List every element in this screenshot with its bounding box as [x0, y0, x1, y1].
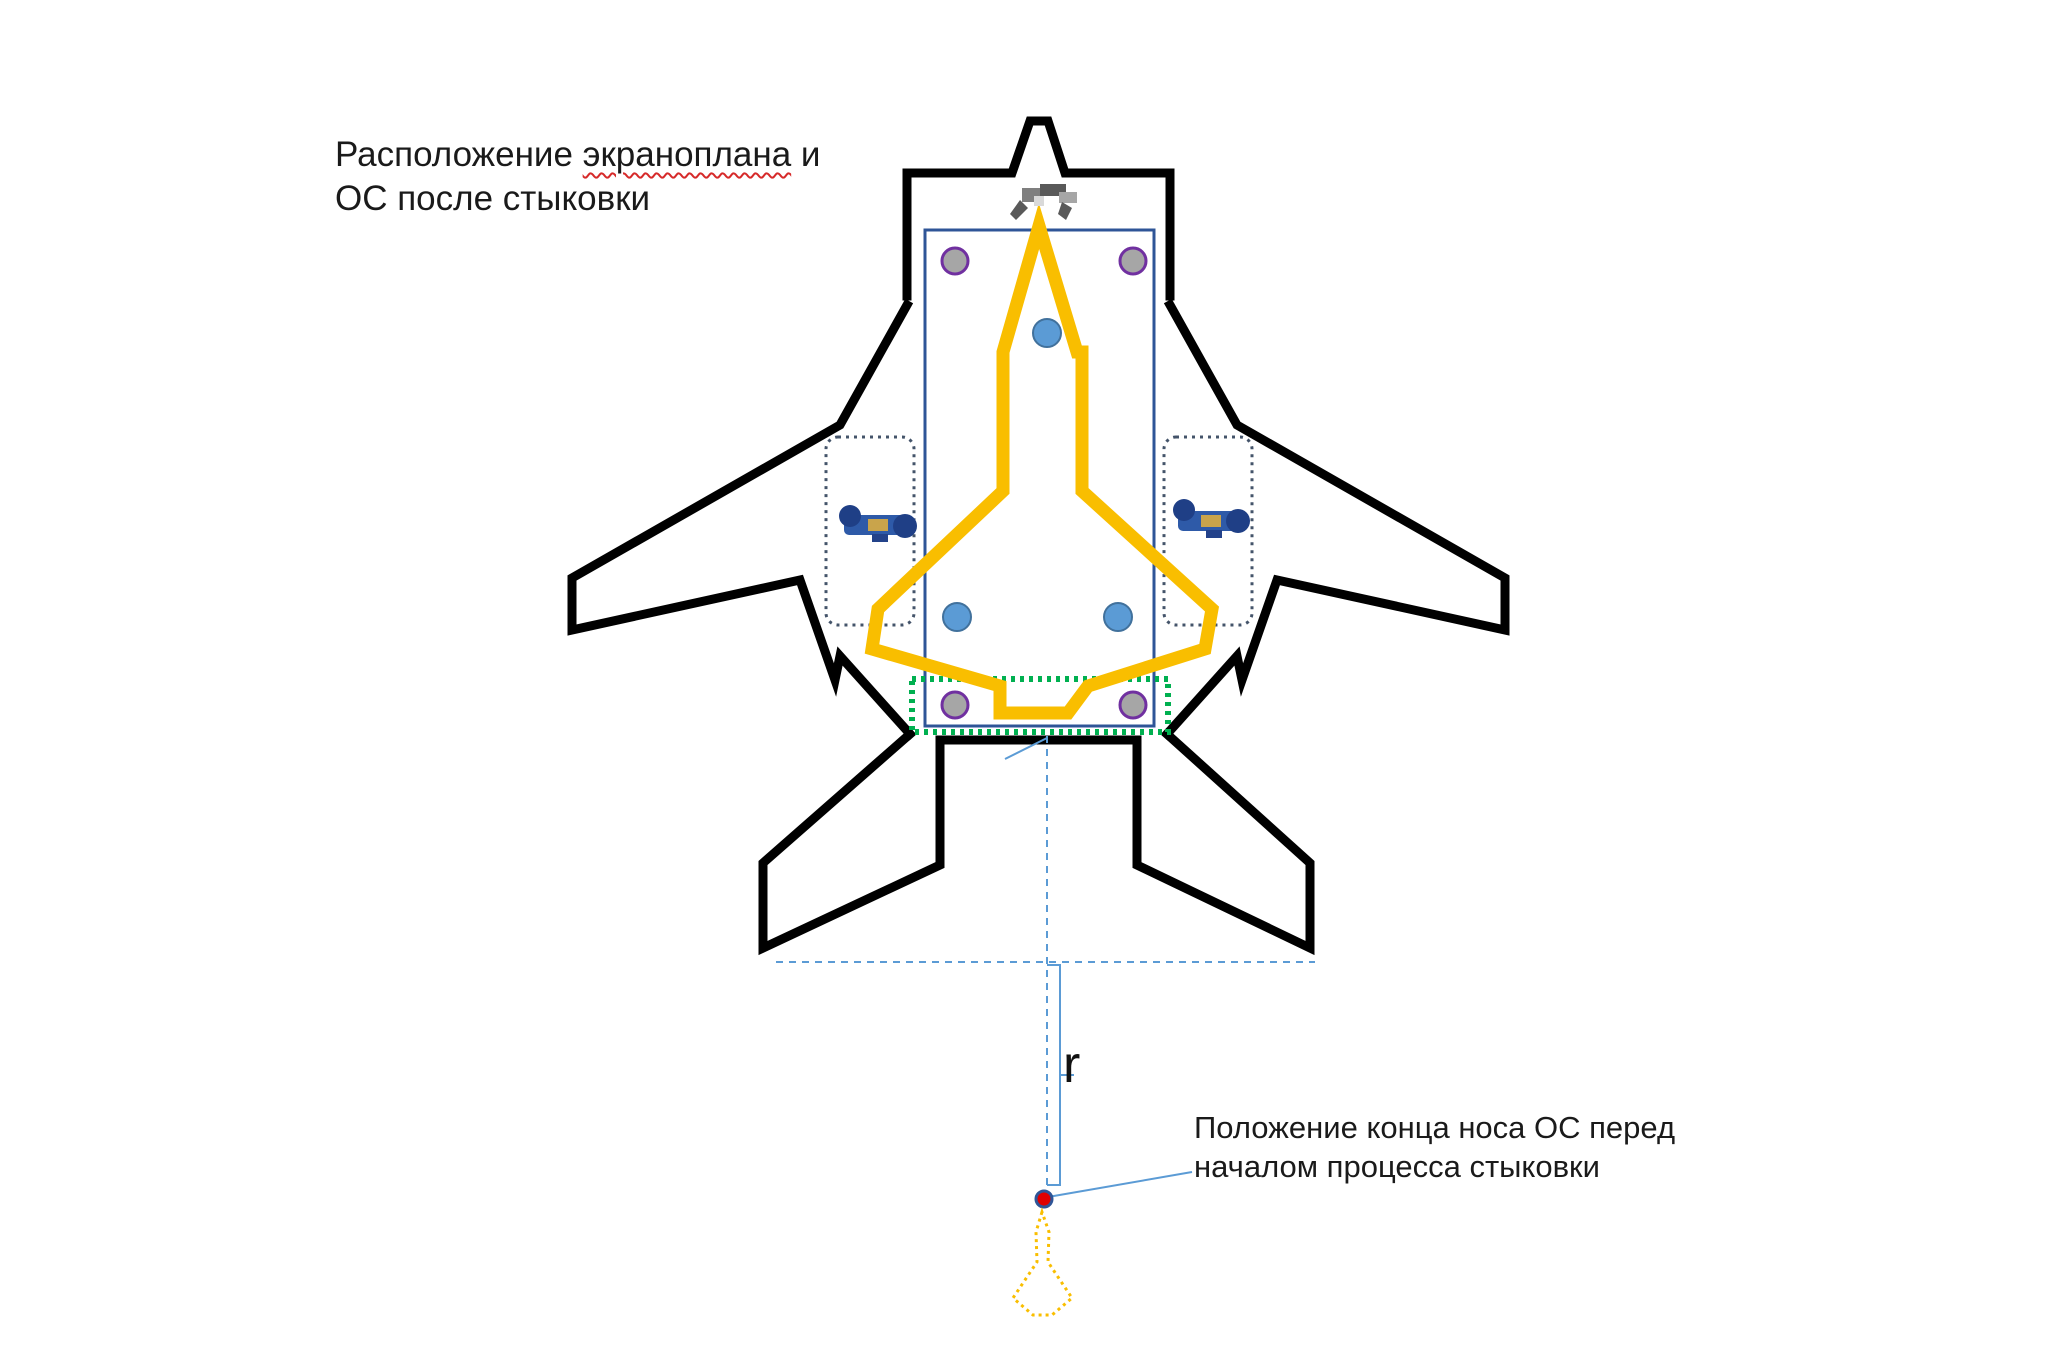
gripper-icon	[1010, 184, 1077, 220]
gray-marker-bottom-right	[1118, 690, 1148, 720]
blue-marker-top	[1032, 318, 1062, 348]
nose-pointer-line	[1047, 1171, 1193, 1198]
nose-position-caption-line2: началом процесса стыковки	[1194, 1149, 1600, 1185]
after-docking-caption: Расположение экраноплана и ОС после стык…	[335, 133, 820, 222]
blue-markers	[942, 318, 1133, 632]
gray-marker-top-right	[1118, 246, 1148, 276]
gray-markers	[940, 246, 1148, 720]
ekranoplan-outline	[567, 116, 1510, 956]
gray-marker-top-left	[940, 246, 970, 276]
engine-icon	[1173, 499, 1250, 538]
blue-marker-left	[942, 602, 972, 632]
caption-spellcheck-word: экраноплана	[582, 135, 792, 174]
after-docking-caption-line1: Расположение экраноплана и	[335, 133, 820, 177]
dashed-guides	[776, 736, 1315, 1185]
nose-point	[1034, 1189, 1054, 1209]
distance-label: r	[1063, 1036, 1081, 1094]
gray-marker-bottom-left	[940, 690, 970, 720]
caption-text: Расположение	[335, 135, 583, 174]
docking-zone	[909, 676, 1171, 735]
connector-line	[1004, 737, 1048, 760]
engine-icon	[839, 505, 917, 542]
distance-bracket	[1047, 964, 1074, 1186]
nose-position-caption-line1: Положение конца носа ОС перед	[1194, 1110, 1676, 1145]
hangar-frame	[923, 228, 1156, 728]
caption-text: и	[791, 135, 821, 174]
orbital-ship-outline	[864, 202, 1220, 720]
initial-ship-nose	[1011, 1207, 1074, 1317]
blue-marker-right	[1103, 602, 1133, 632]
nose-position-caption: Положение конца носа ОС перед началом пр…	[1194, 1108, 1675, 1187]
after-docking-caption-line2: ОС после стыковки	[335, 179, 651, 219]
